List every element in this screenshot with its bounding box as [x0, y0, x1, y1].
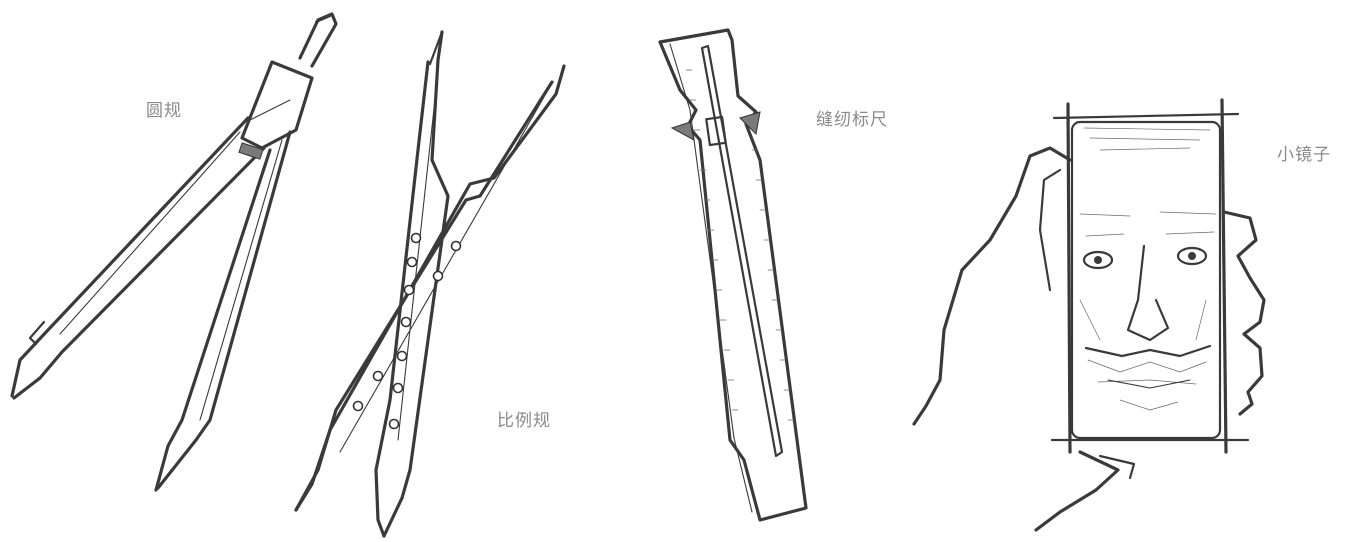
compass-label: 圆规	[146, 101, 182, 121]
hand-mirror-drawing	[912, 98, 1266, 532]
hand-mirror-label: 小镜子	[1277, 145, 1331, 165]
proportional-divider-label: 比例规	[497, 411, 551, 431]
sewing-gauge-drawing	[658, 28, 808, 522]
compass-drawing	[10, 12, 338, 492]
sewing-gauge-label: 缝纫标尺	[816, 110, 888, 130]
proportional-divider-drawing	[294, 30, 566, 538]
